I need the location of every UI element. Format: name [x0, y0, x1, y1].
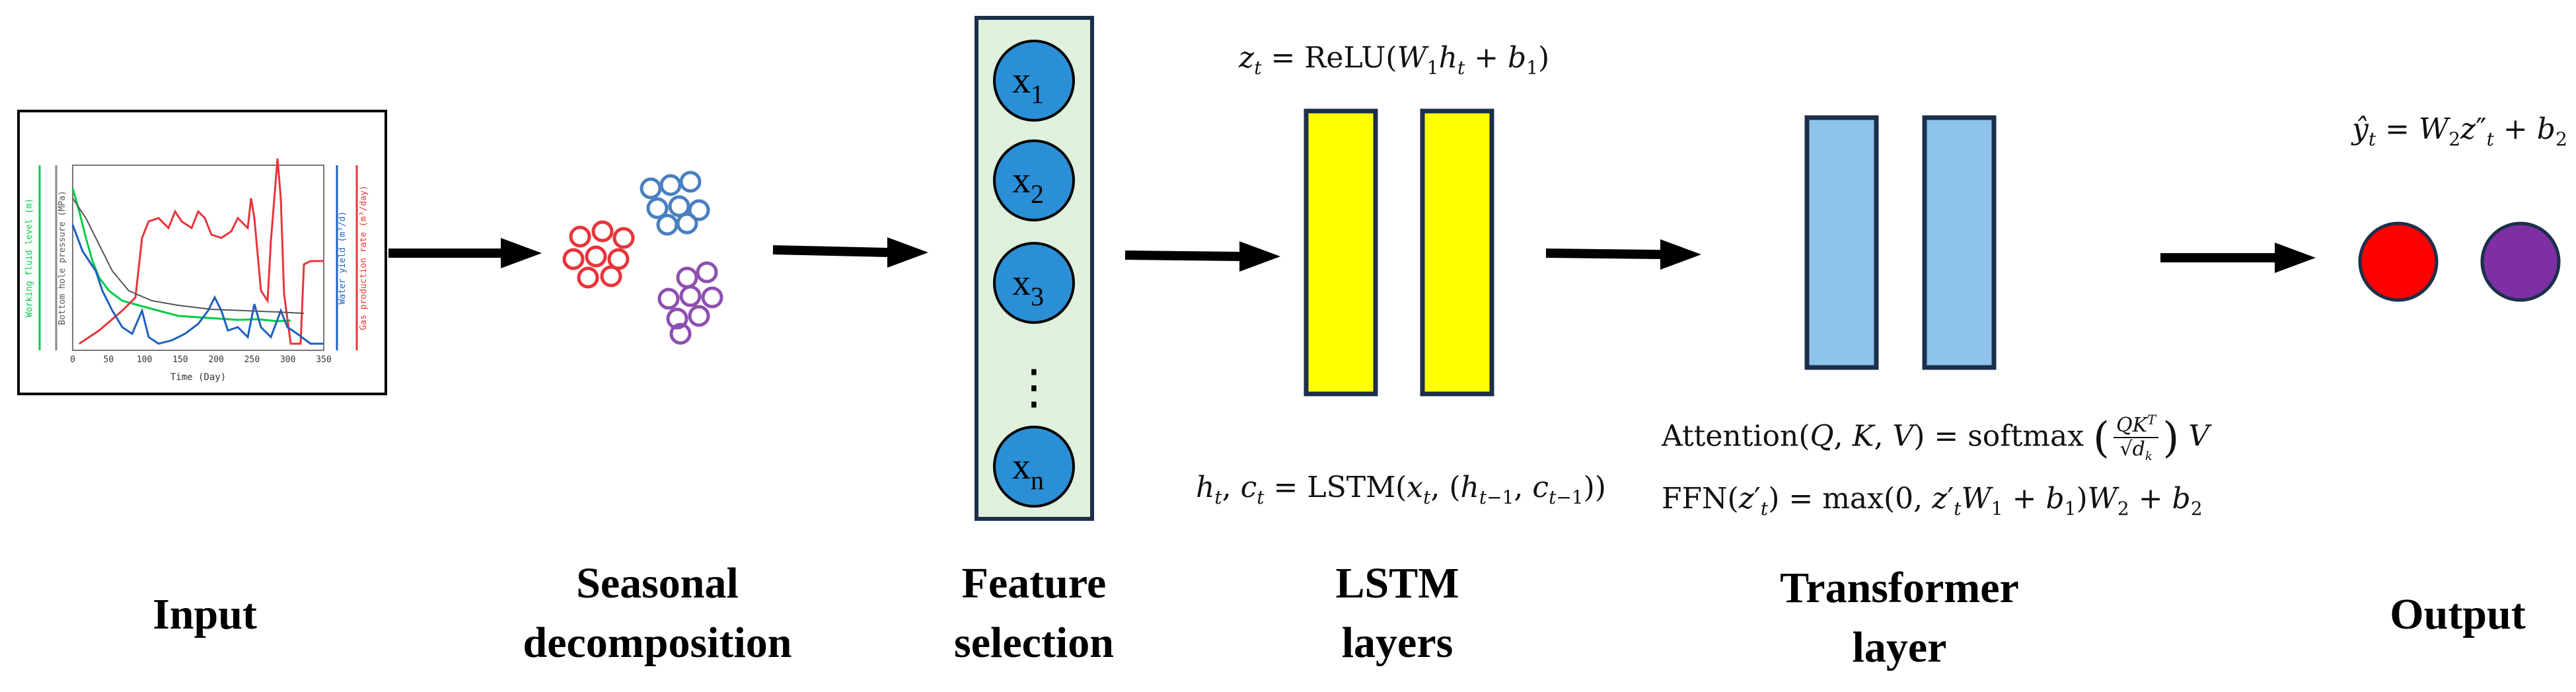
formula-ffn: FFN(z′t) = max(0, z′tW1 + b1)W2 + b2: [1662, 482, 2203, 519]
feature-circle: [993, 139, 1075, 221]
label-lstm-line1: LSTM: [1335, 559, 1459, 607]
formula-output: ŷt = W2z″t + b2: [2352, 112, 2567, 150]
cluster-ring-purple: [701, 286, 723, 309]
label-seasonal-line1: Seasonal: [576, 559, 739, 607]
output-nodes: [2358, 221, 2561, 302]
input-plot-xtick: 0: [70, 355, 75, 365]
feature-item-3: x3: [993, 242, 1075, 324]
input-series-red: [79, 158, 324, 345]
input-plot-xtick: 50: [103, 355, 114, 365]
input-series-green: [71, 188, 291, 323]
input-plot-xlabel: Time (Day): [170, 372, 226, 383]
input-plot-ylabel-green: Working fluid level (m): [24, 198, 34, 317]
feature-label: x3: [1012, 262, 1044, 311]
input-plot-axes: [72, 165, 324, 351]
arrow-lstm-to-transformer: [1545, 249, 1662, 259]
label-lstm-line2: layers: [1341, 619, 1454, 667]
input-plot-xtick: 300: [280, 355, 295, 365]
feature-item-2: x2: [993, 139, 1075, 221]
transformer-block-1: [1804, 115, 1879, 370]
label-output: Output: [2390, 590, 2526, 638]
formula-lstm: ht, ct = LSTM(xt, (ht−1, ct−1)): [1196, 471, 1606, 508]
feature-item-n: xn: [993, 426, 1075, 508]
cluster-ring-red: [577, 266, 599, 289]
input-plot-ylabel-blue: Water yield (m³/d): [338, 211, 348, 305]
arrow-input-to-seasonal-head: [501, 238, 542, 268]
arrow-feature-to-lstm-head: [1239, 241, 1280, 272]
input-plot-xtick: 100: [137, 355, 152, 365]
arrow-lstm-to-transformer-head: [1660, 239, 1701, 270]
arrow-seasonal-to-feature-head: [887, 237, 928, 268]
formula-attention: Attention(Q, K, V) = softmax (QKT√dk) V: [1662, 408, 2209, 468]
cluster-ring-blue: [646, 197, 669, 219]
cluster-ring-red: [591, 220, 614, 243]
label-feature-line1: Feature: [961, 559, 1107, 607]
label-input: Input: [153, 590, 257, 638]
lstm-layer-2: [1420, 108, 1494, 397]
label-feature-line2: selection: [954, 619, 1114, 667]
transformer-layer: [1804, 115, 1997, 370]
cluster-ring-purple: [657, 288, 680, 310]
output-circle-red: [2358, 221, 2439, 302]
input-series-gray: [72, 198, 305, 314]
label-seasonal-line2: decomposition: [523, 619, 792, 667]
input-plot-xtick: 150: [172, 355, 188, 365]
cluster-ring-blue: [640, 177, 662, 200]
cluster-ring-blue: [688, 199, 710, 221]
cluster-ring-red: [562, 248, 585, 270]
input-series-blue: [71, 224, 324, 345]
cluster-ring-purple: [669, 323, 692, 345]
lstm-layer-1: [1304, 108, 1378, 397]
input-plot-xtick: 350: [316, 355, 331, 365]
cluster-ring-purple: [688, 305, 710, 327]
input-plot: 0 50 100 150 200 250 300 350 Time (Day) Working…: [17, 110, 387, 395]
cluster-ring-purple: [679, 285, 702, 307]
input-plot-ylabel-gray: Bottom hole pressure (MPa): [57, 190, 67, 325]
feature-label: x2: [1012, 160, 1044, 209]
cluster-ring-blue: [679, 171, 702, 193]
feature-ellipsis: ⋮: [1010, 359, 1058, 414]
seasonal-clusters: [562, 171, 723, 345]
cluster-ring-blue: [668, 195, 690, 217]
feature-circle: [993, 426, 1075, 508]
cluster-ring-purple: [696, 261, 718, 284]
arrow-seasonal-to-feature: [772, 245, 889, 257]
feature-label: xn: [1012, 446, 1044, 495]
arrow-feature-to-lstm: [1124, 250, 1241, 261]
feature-item-1: x1: [993, 40, 1075, 122]
cluster-ring-red: [585, 245, 607, 268]
cluster-ring-purple: [676, 266, 698, 289]
flow-arrows: [388, 237, 2316, 273]
cluster-ring-blue: [676, 212, 698, 235]
cluster-ring-purple: [666, 307, 688, 330]
lstm-layers: [1304, 108, 1494, 397]
feature-circle: [993, 242, 1075, 324]
cluster-ring-blue: [659, 174, 682, 196]
label-transformer-line1: Transformer: [1780, 564, 2019, 612]
formula-relu: zt = ReLU(W1ht + b1): [1239, 41, 1550, 79]
input-plot-frame: [17, 110, 387, 395]
input-plot-xtick: 200: [208, 355, 223, 365]
output-circle-purple: [2480, 221, 2561, 302]
label-transformer-line2: layer: [1852, 623, 1947, 672]
cluster-ring-red: [600, 265, 622, 288]
cluster-ring-red: [569, 225, 591, 248]
cluster-ring-red: [612, 227, 635, 249]
feature-label: x1: [1012, 60, 1044, 109]
arrow-transformer-to-output-head: [2275, 243, 2316, 273]
input-plot-ylabel-red: Gas production rate (m³/day): [359, 185, 369, 330]
input-plot-xtick: 250: [244, 355, 260, 365]
feature-circle: [993, 40, 1075, 122]
cluster-ring-blue: [656, 213, 679, 236]
transformer-block-2: [1922, 115, 1997, 370]
feature-panel: x1 x2 x3 ⋮ xn: [975, 16, 1094, 521]
